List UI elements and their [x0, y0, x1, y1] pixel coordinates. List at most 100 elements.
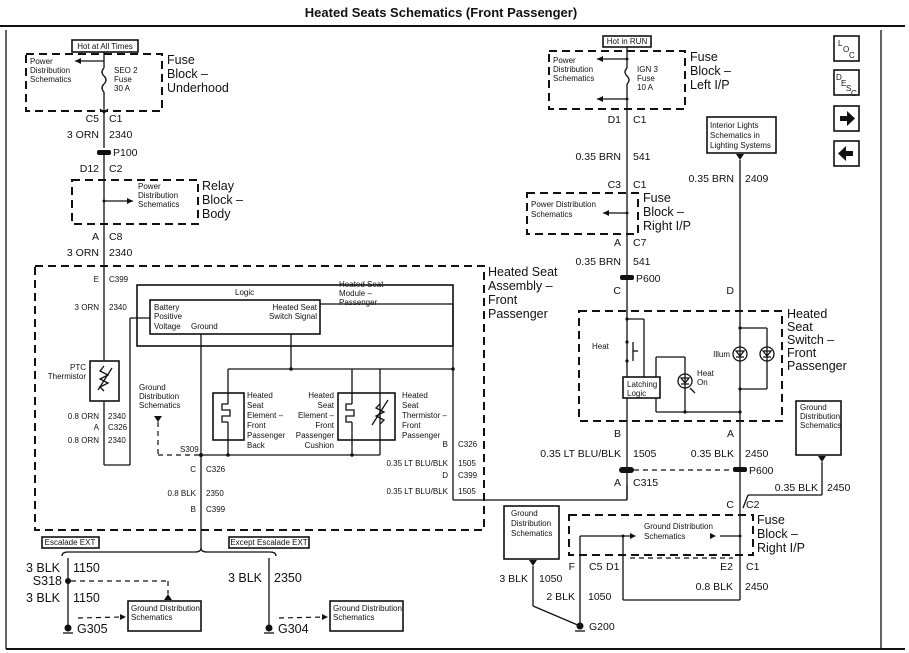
mod-1: Heated Seat — [339, 280, 384, 289]
left-arrow-icon — [838, 146, 853, 161]
w10-circuit: 1150 — [73, 591, 100, 605]
ho-2: On — [697, 378, 708, 387]
pd2-3: Schematics — [138, 200, 179, 209]
p100: P100 — [113, 147, 138, 159]
desc-d: D — [836, 73, 842, 82]
gb2-2: Schematics — [333, 613, 374, 622]
rgd-2: Distribution — [800, 412, 840, 421]
back-button[interactable] — [833, 140, 860, 167]
c315-connector — [619, 467, 634, 473]
rw8-gauge: 2 BLK — [546, 591, 575, 603]
c326c: C326 — [458, 440, 478, 449]
rgd2-2: Schematics — [644, 532, 685, 541]
hot-run-text: Hot in RUN — [607, 37, 648, 46]
sw-r5: Passenger — [787, 359, 847, 373]
rw7-circuit: 1050 — [539, 573, 563, 585]
w1-circuit: 2340 — [109, 129, 133, 141]
rgd2-1: Ground Distribution — [644, 522, 713, 531]
rw2-circuit: 2409 — [745, 173, 769, 185]
gd-3: Schematics — [139, 401, 180, 410]
rw4-circuit: 1505 — [633, 448, 657, 460]
mod-2: Module – — [339, 289, 372, 298]
fbr2-2: Block – — [757, 527, 798, 541]
g305: G305 — [77, 622, 108, 636]
fuse-block-left-ip — [548, 50, 686, 110]
logic: Logic — [235, 288, 254, 297]
il-2: Schematics in — [710, 131, 760, 140]
sw-r3: Switch – — [787, 333, 834, 347]
latch-2: Logic — [627, 389, 646, 398]
w3-circuit: 2340 — [109, 303, 127, 312]
c315: C315 — [633, 477, 658, 489]
hot-label-text: Hot at All Times — [77, 42, 133, 51]
c8: C8 — [109, 231, 123, 243]
asm-2: Assembly – — [488, 279, 553, 293]
fuse-3: 30 A — [114, 84, 131, 93]
fuse-icon — [624, 67, 630, 85]
ho-1: Heat — [697, 369, 715, 378]
p600: P600 — [636, 273, 661, 285]
rc: C — [613, 285, 621, 297]
asm-4: Passenger — [488, 307, 548, 321]
gb1-1: Ground Distribution — [131, 604, 200, 613]
gd-2: Distribution — [139, 392, 179, 401]
logic-inner-box — [149, 299, 321, 335]
fuse-block-right-ip-2 — [568, 514, 754, 556]
w11-circuit: 2350 — [274, 571, 302, 585]
bat-1: Battery — [154, 303, 179, 312]
asm-1: Heated Seat — [488, 265, 558, 279]
rw1-gauge: 0.35 BRN — [575, 151, 621, 163]
page-title: Heated Seats Schematics (Front Passenger… — [305, 5, 577, 20]
c326b: C326 — [206, 465, 226, 474]
w6-circuit: 2350 — [206, 489, 224, 498]
w7-circuit: 1505 — [458, 459, 476, 468]
il-3: Lighting Systems — [710, 141, 771, 150]
rgd-1: Ground — [800, 403, 827, 412]
c3: C3 — [608, 179, 622, 191]
a2: A — [94, 423, 100, 432]
w2-circuit: 2340 — [109, 247, 133, 259]
except-text: Except Escalade EXT — [230, 538, 307, 547]
c5: C5 — [86, 113, 100, 125]
sw-r1: Heated — [787, 307, 827, 321]
eb-4: Front — [247, 421, 266, 430]
ptc-2: Thermistor — [48, 372, 87, 381]
heated-seat-assembly — [34, 265, 485, 531]
fuse-block-underhood — [25, 53, 163, 112]
w5-circuit: 2340 — [108, 436, 126, 445]
w9-circuit: 1150 — [73, 561, 100, 575]
c399a: C399 — [109, 275, 129, 284]
p600-connector — [620, 275, 634, 280]
rw7-gauge: 3 BLK — [499, 573, 528, 585]
loc-button[interactable]: L O C — [833, 35, 860, 62]
rc1c: C1 — [746, 561, 760, 573]
w3-gauge: 3 ORN — [75, 303, 100, 312]
hot-at-all-times-label — [71, 39, 139, 53]
w4-circuit: 2340 — [108, 412, 126, 421]
rw5-gauge: 0.35 BLK — [691, 448, 734, 460]
rpd2-2: Schematics — [531, 210, 572, 219]
desc-button[interactable]: D E S C — [833, 69, 860, 98]
forward-button[interactable] — [833, 105, 860, 132]
rgd3-1: Ground — [511, 509, 538, 518]
except-escalade-label — [228, 536, 310, 549]
heat-on-led-icon — [677, 373, 693, 389]
rf: F — [569, 561, 575, 573]
e: E — [94, 275, 99, 284]
illum-led-icon — [732, 346, 748, 362]
illum-led-icon-2 — [759, 346, 775, 362]
ec-2: Seat — [318, 401, 335, 410]
ptc-1: PTC — [70, 363, 86, 372]
rw8-circuit: 1050 — [588, 591, 612, 603]
rw4-gauge: 0.35 LT BLU/BLK — [540, 448, 621, 460]
ground-dist-box-r3 — [503, 505, 560, 560]
d12: D12 — [80, 163, 99, 175]
c7: C7 — [633, 237, 647, 249]
w8-gauge: 0.35 LT BLU/BLK — [386, 487, 448, 496]
rf-1: IGN 3 — [637, 65, 658, 74]
w1-gauge: 3 ORN — [67, 129, 99, 141]
c399c: C399 — [458, 471, 478, 480]
fuse-block-right-ip — [526, 192, 639, 235]
ec-5: Passenger — [296, 431, 335, 440]
rc1: C1 — [633, 114, 647, 126]
